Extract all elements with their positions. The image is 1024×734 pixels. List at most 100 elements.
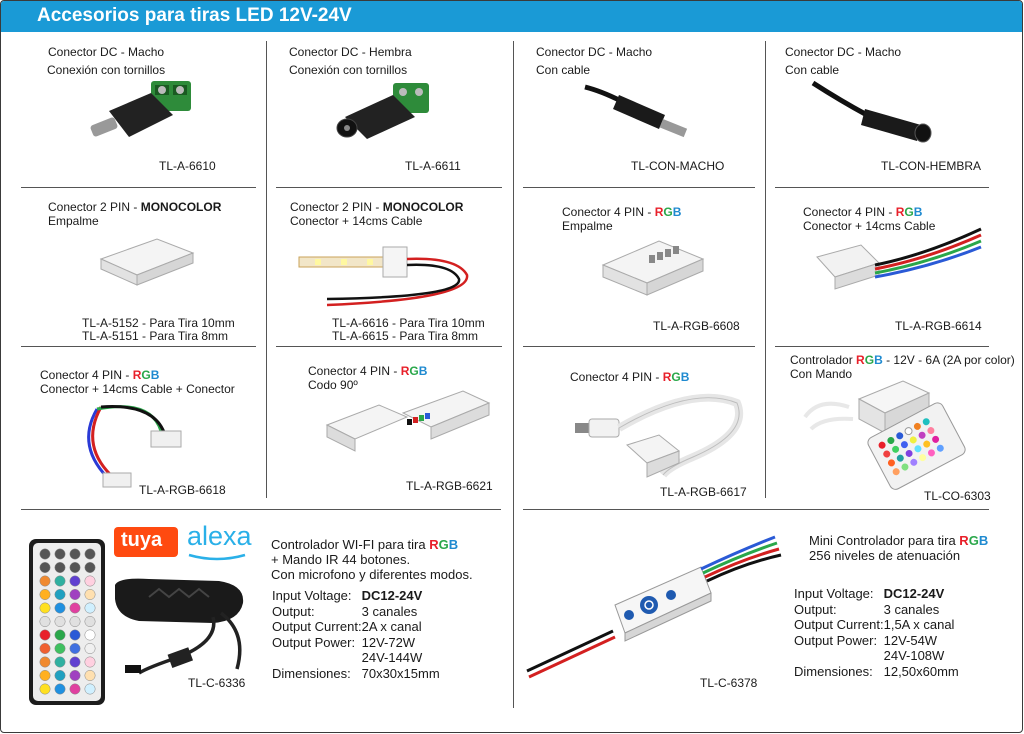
remote-key (69, 643, 81, 654)
product-desc: Empalme (562, 219, 613, 233)
rgb-double-connector-image (87, 405, 182, 488)
divider (21, 346, 256, 347)
product-desc: 256 niveles de atenuación (809, 548, 961, 563)
remote-key (54, 616, 66, 627)
remote-key (84, 562, 96, 573)
remote-key (39, 616, 51, 627)
product-desc: Con cable (785, 63, 840, 77)
product-name: Controlador WI-FI para tira RGB (271, 537, 459, 552)
remote-key (54, 562, 66, 573)
divider (276, 187, 502, 188)
product-name: Conector 4 PIN - RGB (570, 370, 690, 384)
product-desc: Conector + 14cms Cable + Conector (40, 382, 235, 396)
remote-key (54, 683, 66, 695)
divider (523, 509, 989, 510)
remote-key (69, 548, 81, 560)
product-desc: Codo 90º (308, 378, 358, 392)
product-name: Conector DC - Macho (536, 45, 653, 59)
remote-key (84, 616, 96, 627)
remote-key (84, 643, 96, 654)
product-desc: Con cable (536, 63, 591, 77)
product-code: TL-A-RGB-6614 (895, 319, 982, 333)
remote-key (69, 562, 81, 573)
remote-key (39, 629, 51, 641)
remote-key (69, 656, 81, 668)
product-name: Conector DC - Macho (48, 45, 165, 59)
remote-key (69, 670, 81, 681)
remote-key (84, 548, 96, 560)
product-code: TL-C-6378 (700, 676, 758, 690)
remote-key (39, 602, 51, 614)
remote-key (54, 670, 66, 681)
header-bar: Accesorios para tiras LED 12V-24V (1, 1, 1022, 32)
remote-key (69, 629, 81, 641)
remote-key (39, 656, 51, 668)
divider (523, 187, 755, 188)
divider (266, 41, 267, 498)
remote-key (54, 602, 66, 614)
divider (775, 187, 989, 188)
product-desc: Conector + 14cms Cable (803, 219, 936, 233)
product-name: Conector DC - Hembra (289, 45, 412, 59)
alexa-smile-icon (188, 553, 246, 561)
remote-key (84, 629, 96, 641)
remote-key (39, 643, 51, 654)
remote-key (39, 562, 51, 573)
product-code: TL-A-5151 - Para Tira 8mm (82, 329, 229, 343)
remote-key (39, 548, 51, 560)
product-name: Mini Controlador para tira RGB (809, 533, 989, 548)
product-code: TL-A-5152 - Para Tira 10mm (82, 316, 235, 330)
rgb-cable-connector-image (816, 227, 982, 290)
remote-key (84, 656, 96, 668)
remote-key (69, 683, 81, 695)
rgb-splice-connector-image (601, 240, 705, 296)
remote-key (39, 589, 51, 600)
remote-key (39, 670, 51, 681)
rgb-pin-cable-image (575, 393, 744, 478)
product-code: TL-CO-6303 (924, 489, 991, 503)
remote-key (54, 589, 66, 600)
product-desc: + Mando IR 44 botones. (271, 552, 411, 567)
wifi-specs: Input Voltage:DC12-24V Output:3 canales … (272, 588, 440, 681)
product-desc: Con microfono y diferentes modos. (271, 567, 473, 582)
rgb-corner-connector-image (325, 390, 491, 452)
remote-key (84, 670, 96, 681)
product-code: TL-C-6336 (188, 676, 246, 690)
remote-key (54, 629, 66, 641)
wifi-controller-image (115, 578, 244, 675)
product-code: TL-CON-MACHO (631, 159, 725, 173)
ir-remote-44-keys-image (29, 539, 105, 705)
product-name: Conector 2 PIN - MONOCOLOR (48, 200, 222, 214)
remote-key (84, 683, 96, 695)
product-code: TL-CON-HEMBRA (881, 159, 982, 173)
product-desc: Con Mando (790, 367, 853, 381)
tuya-logo: tuya (114, 527, 178, 557)
product-code: TL-A-6611 (405, 159, 461, 173)
remote-key (69, 602, 81, 614)
product-name: Controlador RGB - 12V - 6A (2A por color… (790, 353, 1015, 367)
product-desc: Conector + 14cms Cable (290, 214, 423, 228)
remote-key (54, 575, 66, 587)
remote-key (54, 643, 66, 654)
divider (276, 346, 502, 347)
dc-female-connector-image (336, 83, 429, 139)
dc-female-cable-image (811, 80, 932, 143)
rgb-controller-remote-image (803, 380, 966, 490)
strip-splice-connector-image (99, 238, 195, 286)
divider (513, 41, 514, 708)
mini-specs: Input Voltage:DC12-24V Output:3 canales … (794, 586, 959, 679)
product-name: Conector DC - Macho (785, 45, 902, 59)
product-name: Conector 4 PIN - RGB (308, 364, 428, 378)
product-desc: Conexión con tornillos (47, 63, 166, 77)
divider (21, 187, 256, 188)
remote-key (69, 616, 81, 627)
remote-key (84, 602, 96, 614)
strip-cable-connector-image (298, 246, 469, 307)
remote-key (54, 656, 66, 668)
product-code: TL-A-RGB-6618 (139, 483, 226, 497)
divider (775, 346, 989, 347)
product-code: TL-A-6616 - Para Tira 10mm (332, 316, 485, 330)
product-code: TL-A-RGB-6617 (660, 485, 747, 499)
tuya-logo-text: tuya (121, 529, 163, 551)
